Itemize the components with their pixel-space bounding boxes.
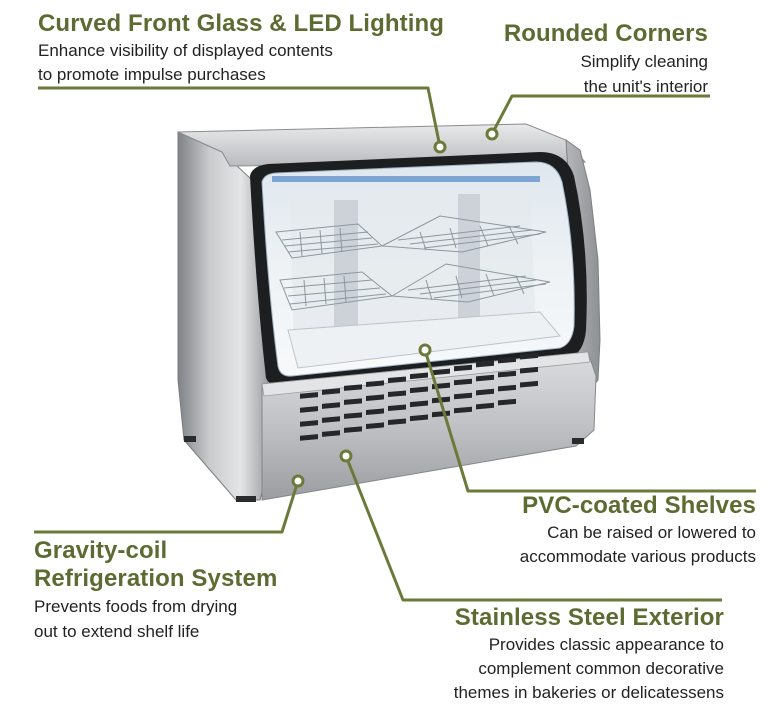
markers (291, 127, 499, 488)
callout-description-line: Enhance visibility of displayed contents (38, 41, 333, 60)
callout-title-line: Gravity-coil (34, 537, 168, 564)
callout-description-line: Can be raised or lowered to (547, 523, 756, 542)
leader-line-gravity-coil (34, 480, 300, 534)
callout-description-line: accommodate various products (519, 547, 756, 566)
callout-title: PVC-coated Shelves (522, 492, 756, 519)
leader-line-stainless-exterior (344, 455, 722, 602)
led-strip (272, 176, 540, 182)
leader-line-curved-glass (38, 86, 442, 148)
callout-description-line: Simplify cleaning (580, 52, 708, 71)
upper-shelves (275, 215, 547, 259)
leader-lines (34, 86, 756, 602)
foot-right (572, 438, 584, 444)
ventilation-grill (300, 352, 538, 441)
circle-marker-icon (485, 127, 499, 141)
leader-line-pvc-shelves (423, 349, 756, 493)
callout-description-line: complement common decorative (478, 659, 724, 678)
callout-description-line: to promote impulse purchases (38, 65, 266, 84)
callout-description-line: themes in bakeries or delicatessens (453, 683, 724, 702)
lower-shelves (279, 263, 551, 311)
callout-stainless-exterior: Stainless Steel Exterior Provides classi… (454, 604, 724, 704)
callout-title: Stainless Steel Exterior (454, 604, 724, 631)
callout-curved-glass: Curved Front Glass & LED Lighting Enhanc… (38, 10, 444, 86)
foot-left (236, 496, 256, 502)
callout-title: Rounded Corners (503, 20, 708, 47)
circle-marker-icon (339, 449, 353, 463)
circle-marker-icon (418, 343, 432, 357)
callout-pvc-shelves: PVC-coated Shelves Can be raised or lowe… (520, 492, 756, 568)
callout-title-line: Refrigeration System (34, 565, 278, 592)
callout-description-line: the unit's interior (583, 77, 708, 96)
callout-description-line: out to extend shelf life (34, 622, 200, 641)
callout-description-line: Provides classic appearance to (488, 635, 724, 654)
circle-marker-icon (291, 474, 305, 488)
callout-rounded-corners: Rounded Corners Simplify cleaning the un… (504, 20, 708, 98)
leader-line-rounded-corners (490, 94, 710, 135)
callout-description-line: Prevents foods from drying (34, 597, 238, 616)
callout-gravity-coil: Gravity-coil Refrigeration System Preven… (34, 537, 277, 643)
circle-marker-icon (433, 140, 447, 154)
callout-title: Curved Front Glass & LED Lighting (38, 10, 444, 37)
